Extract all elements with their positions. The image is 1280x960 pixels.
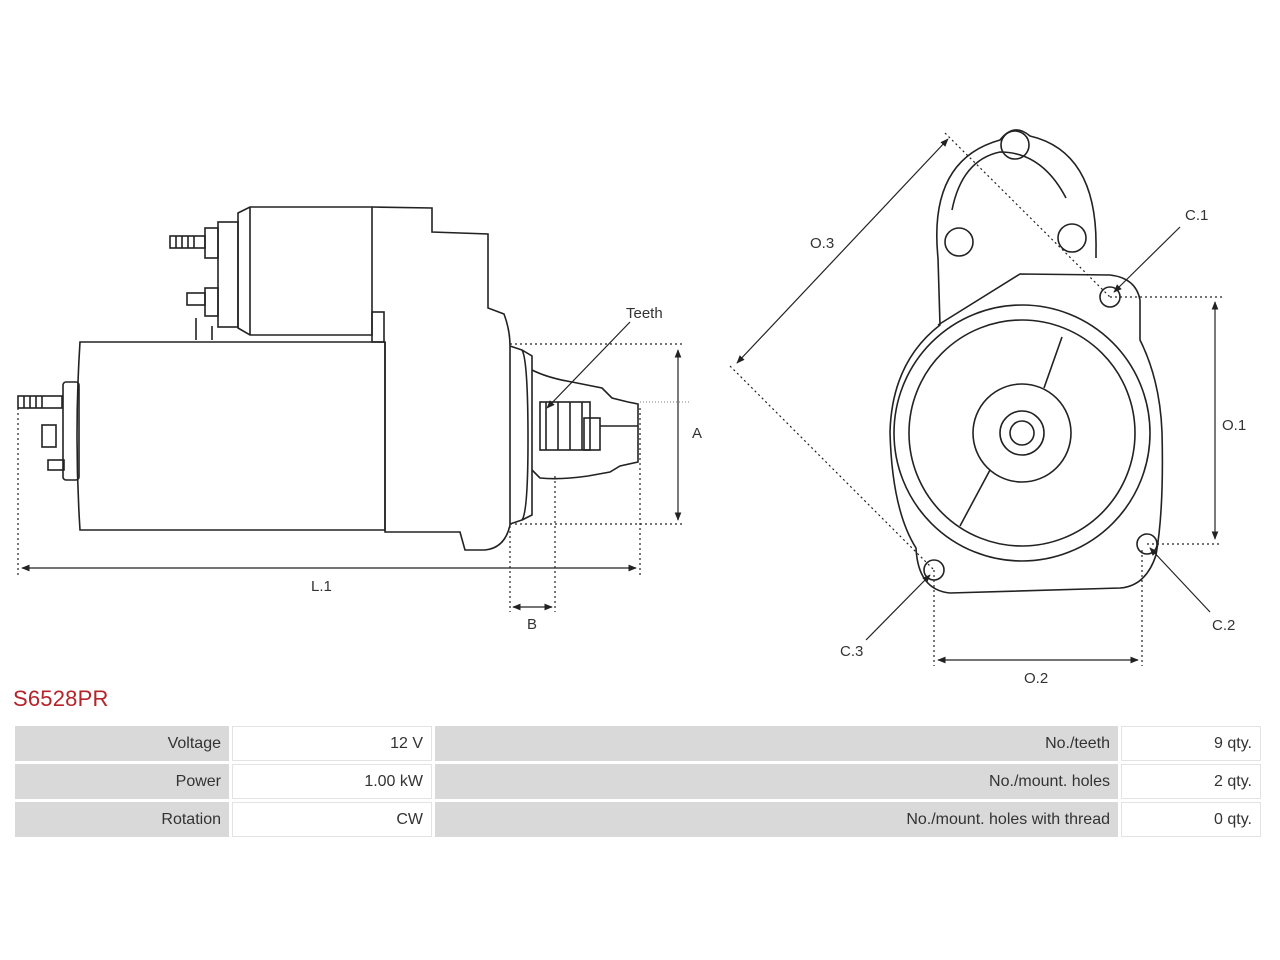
front-view-dimensions — [729, 132, 1222, 666]
table-row: Voltage 12 V No./teeth 9 qty. — [15, 726, 1261, 761]
spec-label: Power — [15, 764, 229, 799]
side-view-dimensions — [17, 321, 690, 612]
label-o1: O.1 — [1222, 417, 1246, 434]
pinion-teeth — [539, 401, 591, 451]
starter-motor-technical-drawing: Teeth A L.1 B — [17, 129, 1246, 687]
label-o2: O.2 — [1024, 670, 1048, 687]
spec-label: No./mount. holes — [435, 764, 1118, 799]
spec-label: No./teeth — [435, 726, 1118, 761]
label-o3: O.3 — [810, 235, 834, 252]
spec-label: Voltage — [15, 726, 229, 761]
label-teeth: Teeth — [626, 305, 663, 322]
motor-body — [76, 341, 386, 531]
label-l1: L.1 — [311, 578, 332, 595]
front-view — [889, 129, 1164, 594]
table-row: Power 1.00 kW No./mount. holes 2 qty. — [15, 764, 1261, 799]
spec-label: No./mount. holes with thread — [435, 802, 1118, 837]
mounting-flange — [889, 257, 1164, 594]
c1-leader — [1113, 226, 1181, 293]
label-b: B — [527, 616, 537, 633]
spec-value: 2 qty. — [1121, 764, 1261, 799]
label-a: A — [692, 425, 702, 442]
table-row: Rotation CW No./mount. holes with thread… — [15, 802, 1261, 837]
pinion-housing — [509, 345, 529, 525]
drive-housing — [371, 206, 511, 551]
dimension-o3-line — [736, 138, 949, 364]
end-cap-plate — [62, 381, 80, 481]
spec-value: 1.00 kW — [232, 764, 432, 799]
specs-table: Voltage 12 V No./teeth 9 qty. Power 1.00… — [12, 723, 1264, 840]
side-view — [17, 206, 639, 551]
terminal-nut — [41, 424, 57, 448]
label-c1: C.1 — [1185, 207, 1208, 224]
solenoid-stud-lower — [186, 292, 206, 306]
teeth-leader — [546, 321, 631, 409]
c3-leader — [865, 574, 931, 641]
label-c2: C.2 — [1212, 617, 1235, 634]
spec-value: 12 V — [232, 726, 432, 761]
part-code: S6528PR — [13, 686, 109, 711]
label-c3: C.3 — [840, 643, 863, 660]
terminal-bolt — [17, 395, 63, 409]
spec-value: 0 qty. — [1121, 802, 1261, 837]
spec-label: Rotation — [15, 802, 229, 837]
spec-value: 9 qty. — [1121, 726, 1261, 761]
solenoid — [237, 206, 373, 336]
top-lobe — [936, 129, 1097, 259]
spec-value: CW — [232, 802, 432, 837]
c2-leader — [1149, 547, 1211, 613]
